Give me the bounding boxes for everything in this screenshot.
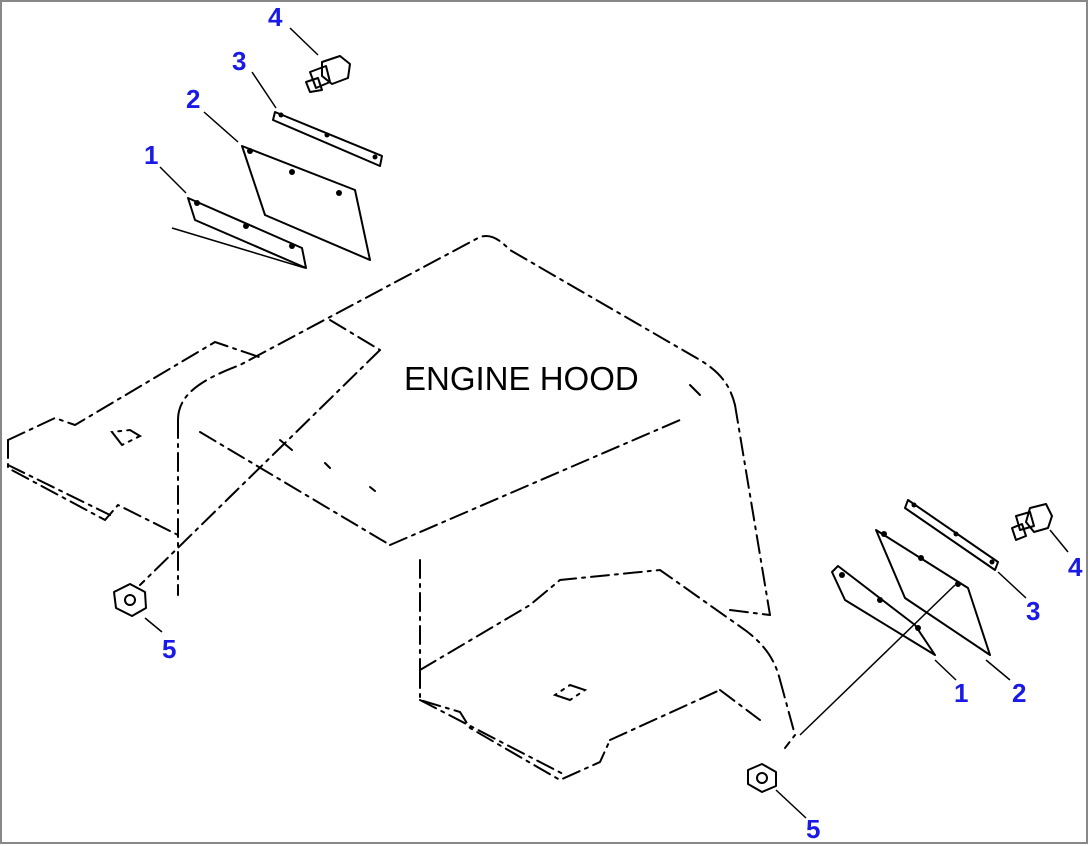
plate-1-right [799, 565, 956, 736]
callout-5-bottom: 5 [806, 814, 820, 844]
engine-hood-label: ENGINE HOOD [404, 360, 639, 397]
callout-2-top: 2 [186, 84, 200, 114]
strip-3-right [904, 499, 999, 571]
leader-lines [144, 27, 1069, 819]
plate-2-left [241, 145, 371, 261]
callout-4-top: 4 [268, 2, 283, 32]
callout-2-right: 2 [1012, 678, 1026, 708]
bolt-4-left [305, 55, 351, 93]
callout-1-top: 1 [144, 140, 158, 170]
bolt-4-right [1011, 503, 1053, 541]
callout-3-top: 3 [232, 46, 246, 76]
plate-2-right [875, 529, 991, 656]
strip-3-left [272, 111, 383, 167]
nut-5-right [747, 763, 777, 793]
nut-5-left [113, 583, 147, 617]
callout-4-right: 4 [1068, 552, 1083, 582]
plate-1-left [171, 197, 307, 269]
callout-5-left: 5 [162, 634, 176, 664]
callout-1-right: 1 [954, 678, 968, 708]
engine-hood-outline [7, 234, 797, 782]
callout-3-right: 3 [1026, 596, 1040, 626]
